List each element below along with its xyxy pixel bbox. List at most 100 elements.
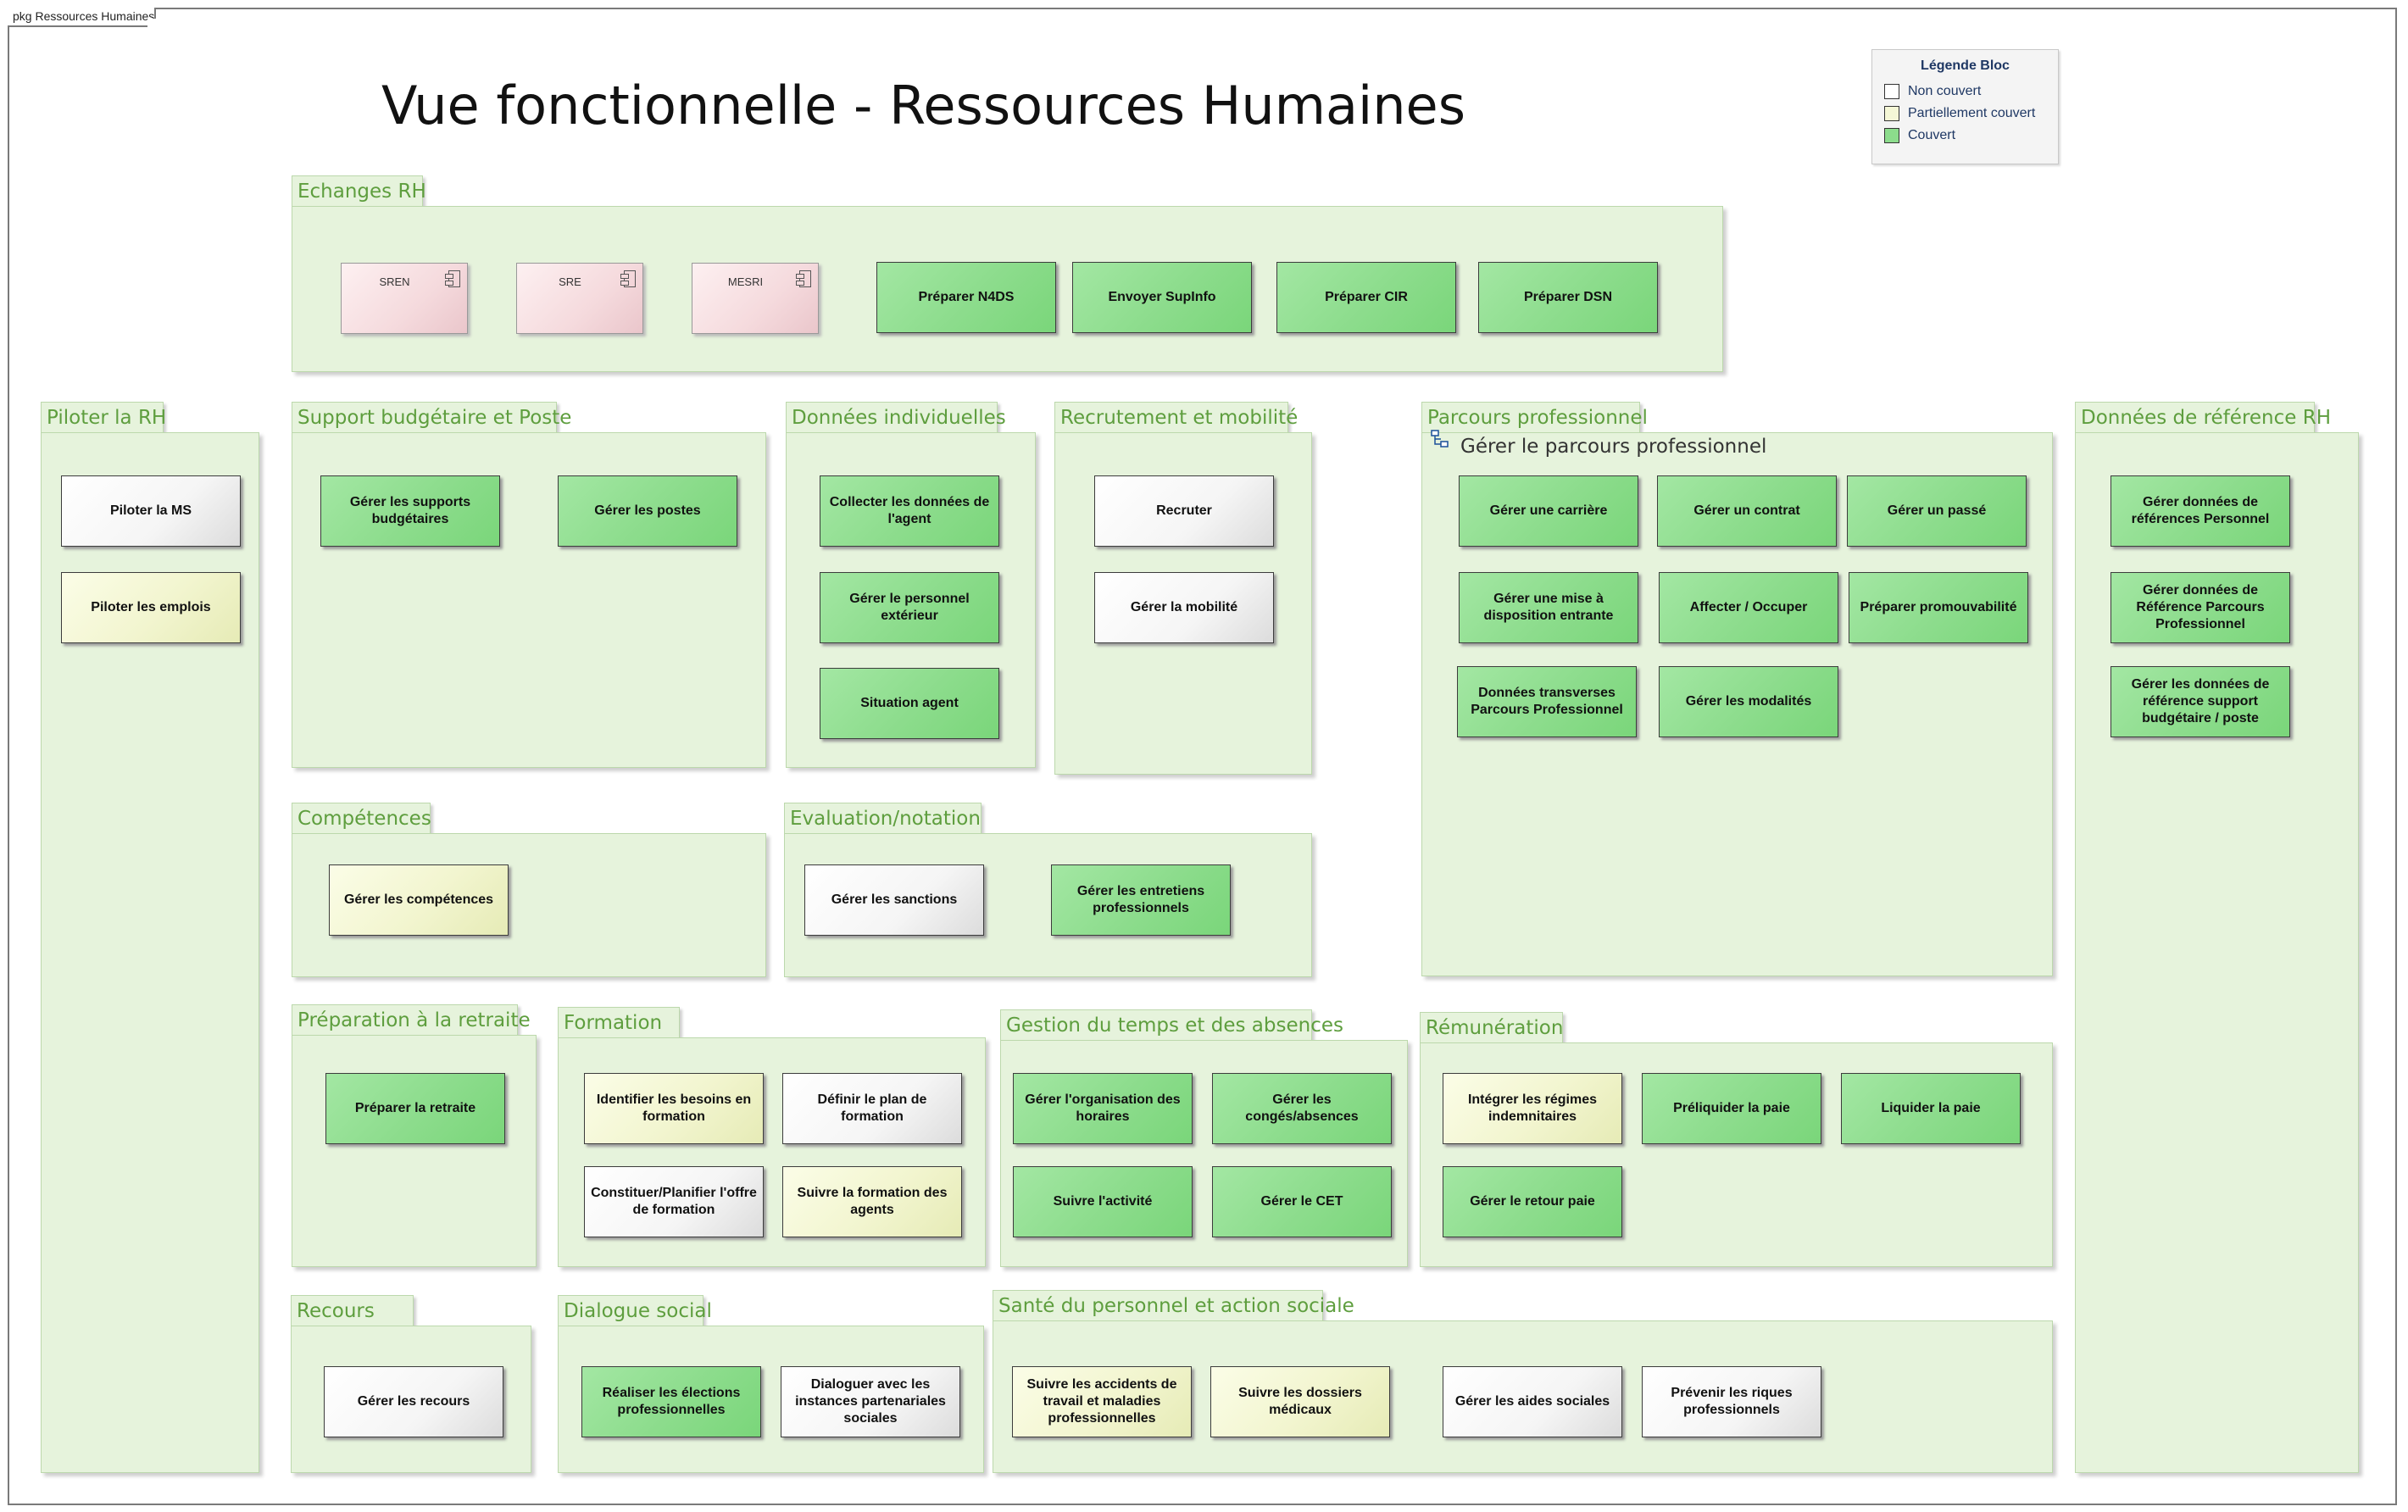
block-gerer-competences[interactable]: Gérer les compétences [329, 864, 509, 936]
package-title: Gestion du temps et des absences [1006, 1014, 1343, 1037]
block-identifier-besoins-formation[interactable]: Identifier les besoins en formation [584, 1073, 764, 1144]
subdiagram-link-icon[interactable] [1431, 430, 1449, 448]
package-title: Recours [297, 1300, 375, 1322]
package-title: Evaluation/notation [790, 808, 981, 830]
block-donnees-reference-support[interactable]: Gérer les données de référence support b… [2110, 666, 2290, 737]
package-title: Support budgétaire et Poste [298, 407, 572, 429]
package-tab: Préparation à la retraite [292, 1004, 531, 1035]
block-gerer-conges-absences[interactable]: Gérer les congés/absences [1212, 1073, 1392, 1144]
block-gerer-personnel-exterieur[interactable]: Gérer le personnel extérieur [820, 572, 999, 643]
package-title: Echanges RH [298, 181, 426, 203]
package-tab: Données de référence RH [2075, 402, 2331, 432]
block-prevenir-risques-professionnels[interactable]: Prévenir les riques professionnels [1642, 1366, 1821, 1437]
block-definir-plan-formation[interactable]: Définir le plan de formation [782, 1073, 962, 1144]
subdiagram-label[interactable]: Gérer le parcours professionnel [1460, 436, 1767, 458]
block-suivre-formation-agents[interactable]: Suivre la formation des agents [782, 1166, 962, 1237]
block-gerer-passe[interactable]: Gérer un passé [1847, 475, 2027, 547]
package-tab: Dialogue social [558, 1295, 712, 1326]
legend-swatch-not-covered [1884, 84, 1899, 99]
package-title: Santé du personnel et action sociale [998, 1295, 1354, 1317]
block-constituer-offre-formation[interactable]: Constituer/Planifier l'offre de formatio… [584, 1166, 764, 1237]
package-title: Recrutement et mobilité [1060, 407, 1299, 429]
external-system-mesri[interactable]: MESRI [692, 263, 819, 334]
block-piloter-ms[interactable]: Piloter la MS [61, 475, 241, 547]
block-donnees-reference-personnel[interactable]: Gérer données de références Personnel [2110, 475, 2290, 547]
legend-swatch-partial [1884, 106, 1899, 121]
block-preliquider-paie[interactable]: Préliquider la paie [1642, 1073, 1821, 1144]
legend-label: Non couvert [1908, 84, 1982, 98]
block-preparer-retraite[interactable]: Préparer la retraite [325, 1073, 505, 1144]
package-title: Données individuelles [792, 407, 1006, 429]
block-gerer-postes[interactable]: Gérer les postes [558, 475, 737, 547]
package-tab: Rémunération [1420, 1012, 1563, 1042]
package-tab: Recrutement et mobilité [1054, 402, 1298, 432]
package-tab: Recours [291, 1295, 414, 1326]
package-title: Compétences [298, 808, 431, 830]
package-title: Piloter la RH [47, 407, 167, 429]
block-liquider-paie[interactable]: Liquider la paie [1841, 1073, 2021, 1144]
block-preparer-promouvabilite[interactable]: Préparer promouvabilité [1849, 572, 2028, 643]
block-gerer-aides-sociales[interactable]: Gérer les aides sociales [1443, 1366, 1622, 1437]
block-realiser-elections-professionnelles[interactable]: Réaliser les élections professionnelles [581, 1366, 761, 1437]
block-gerer-contrat[interactable]: Gérer un contrat [1657, 475, 1837, 547]
external-system-sre[interactable]: SRE [516, 263, 643, 334]
package-tab: Formation [558, 1007, 680, 1037]
block-gerer-organisation-horaires[interactable]: Gérer l'organisation des horaires [1013, 1073, 1193, 1144]
block-envoyer-supinfo[interactable]: Envoyer SupInfo [1072, 262, 1252, 333]
package-title: Préparation à la retraite [298, 1009, 531, 1031]
package-piloter-rh[interactable]: Piloter la RH [41, 402, 259, 1473]
block-dialoguer-instances-sociales[interactable]: Dialoguer avec les instances partenarial… [781, 1366, 960, 1437]
external-label: SRE [559, 275, 581, 288]
block-affecter-occuper[interactable]: Affecter / Occuper [1659, 572, 1838, 643]
block-donnees-transverses-parcours[interactable]: Données transverses Parcours Professionn… [1457, 666, 1637, 737]
block-gerer-mobilite[interactable]: Gérer la mobilité [1094, 572, 1274, 643]
diagram-title: Vue fonctionnelle - Ressources Humaines [381, 75, 1465, 136]
block-donnees-reference-parcours[interactable]: Gérer données de Référence Parcours Prof… [2110, 572, 2290, 643]
legend-label: Couvert [1908, 128, 1956, 142]
package-support-budgetaire[interactable]: Support budgétaire et Poste [292, 402, 766, 768]
package-title: Rémunération [1426, 1017, 1564, 1039]
legend-swatch-covered [1884, 128, 1899, 143]
package-donnees-reference-rh[interactable]: Données de référence RH [2075, 402, 2359, 1473]
block-gerer-entretiens-professionnels[interactable]: Gérer les entretiens professionnels [1051, 864, 1231, 936]
block-collecter-donnees-agent[interactable]: Collecter les données de l'agent [820, 475, 999, 547]
package-tab: Parcours professionnel [1421, 402, 1648, 432]
package-tab: Santé du personnel et action sociale [993, 1290, 1354, 1320]
component-icon [796, 270, 811, 287]
block-gerer-retour-paie[interactable]: Gérer le retour paie [1443, 1166, 1622, 1237]
block-integrer-regimes-indemnitaires[interactable]: Intégrer les régimes indemnitaires [1443, 1073, 1622, 1144]
block-gerer-recours[interactable]: Gérer les recours [324, 1366, 503, 1437]
block-preparer-n4ds[interactable]: Préparer N4DS [876, 262, 1056, 333]
package-title: Données de référence RH [2081, 407, 2332, 429]
block-gerer-supports-budgetaires[interactable]: Gérer les supports budgétaires [320, 475, 500, 547]
package-title: Formation [564, 1012, 663, 1034]
block-recruter[interactable]: Recruter [1094, 475, 1274, 547]
package-tab: Echanges RH [292, 175, 426, 206]
block-suivre-activite[interactable]: Suivre l'activité [1013, 1166, 1193, 1237]
package-tab: Données individuelles [786, 402, 1006, 432]
package-title: Parcours professionnel [1427, 407, 1648, 429]
external-label: MESRI [727, 275, 764, 288]
block-gerer-modalites[interactable]: Gérer les modalités [1659, 666, 1838, 737]
frame-label: pkg Ressources Humaines [13, 9, 155, 23]
block-gerer-sanctions[interactable]: Gérer les sanctions [804, 864, 984, 936]
package-tab: Compétences [292, 803, 431, 833]
block-gerer-mise-a-disposition[interactable]: Gérer une mise à disposition entrante [1459, 572, 1638, 643]
block-preparer-dsn[interactable]: Préparer DSN [1478, 262, 1658, 333]
package-tab: Gestion du temps et des absences [1000, 1009, 1343, 1040]
block-gerer-cet[interactable]: Gérer le CET [1212, 1166, 1392, 1237]
package-title: Dialogue social [564, 1300, 712, 1322]
package-tab: Piloter la RH [41, 402, 167, 432]
external-system-sren[interactable]: SREN [341, 263, 468, 334]
block-suivre-dossiers-medicaux[interactable]: Suivre les dossiers médicaux [1210, 1366, 1390, 1437]
frame-label-tab: pkg Ressources Humaines [8, 8, 156, 27]
package-body [292, 1035, 537, 1267]
block-gerer-carriere[interactable]: Gérer une carrière [1459, 475, 1638, 547]
block-preparer-cir[interactable]: Préparer CIR [1276, 262, 1456, 333]
legend-label: Partiellement couvert [1908, 106, 2036, 120]
block-suivre-accidents-travail[interactable]: Suivre les accidents de travail et malad… [1012, 1366, 1192, 1437]
external-label: SREN [379, 275, 410, 288]
component-icon [445, 270, 460, 287]
block-piloter-emplois[interactable]: Piloter les emplois [61, 572, 241, 643]
block-situation-agent[interactable]: Situation agent [820, 668, 999, 739]
